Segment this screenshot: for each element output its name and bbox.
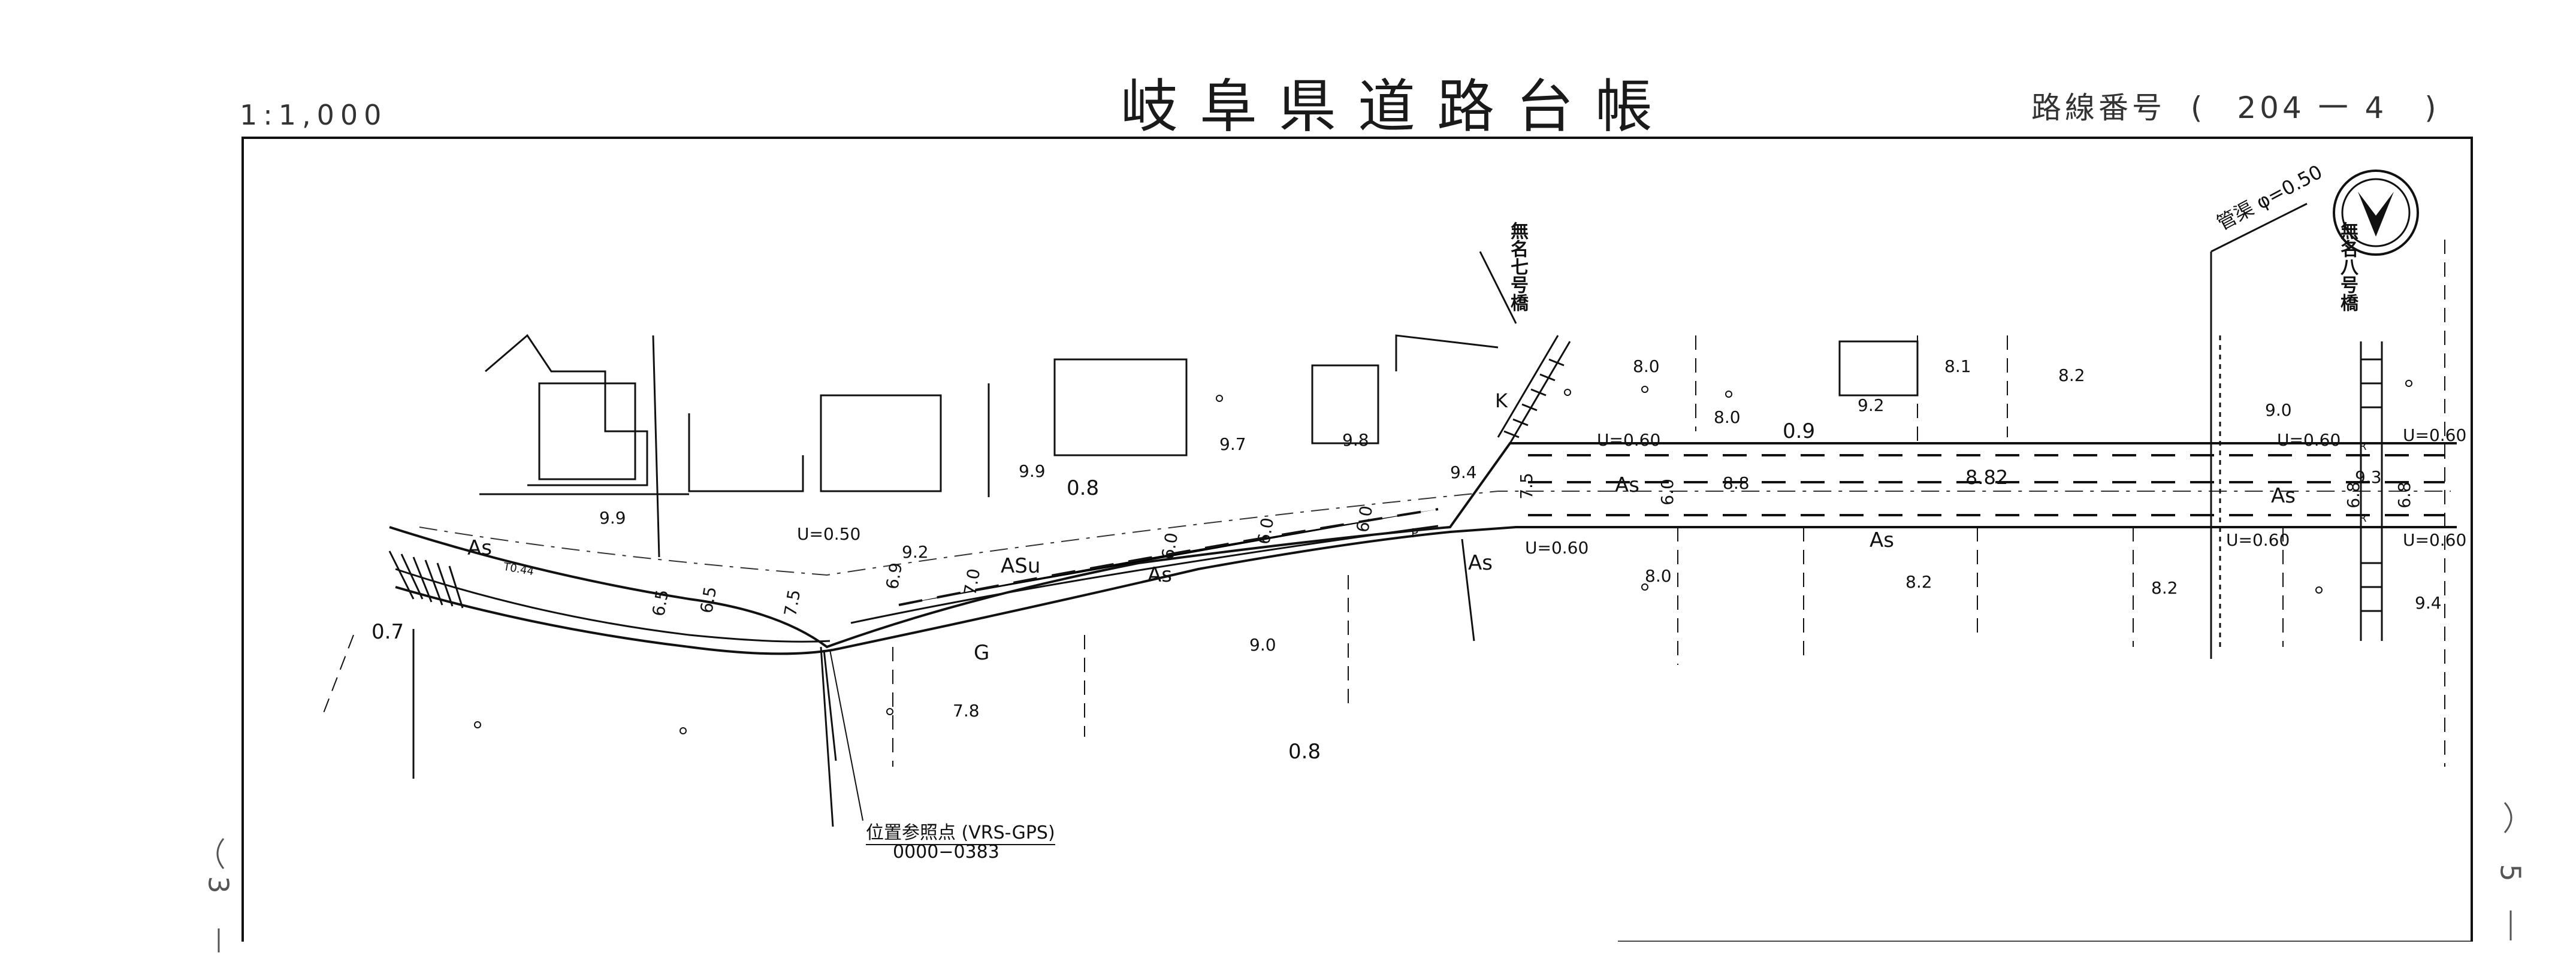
elevation-9-0-b: 9.0 xyxy=(1249,635,1276,655)
drain-label-u060-1: U=0.60 xyxy=(1597,430,1661,450)
elevation-9-8: 9.8 xyxy=(1342,430,1369,450)
parcel-solid-lines xyxy=(412,251,1517,827)
elevation-9-4: 9.4 xyxy=(1450,462,1477,482)
pavement-label-asu: ASu xyxy=(1001,554,1041,578)
reference-point-code: 0000−0383 xyxy=(893,842,999,863)
elevation-9-7: 9.7 xyxy=(1219,434,1246,454)
road-centerline xyxy=(419,491,2451,576)
elevation-9-0: 9.0 xyxy=(2265,400,2292,420)
reference-point-title: 位置参照点 (VRS-GPS) xyxy=(866,818,1055,845)
route-open-paren: ( xyxy=(2190,90,2206,125)
right-adjacent-marker: 5 xyxy=(2495,797,2527,947)
pavement-label-as-3: As xyxy=(1468,551,1493,575)
width-6-0-d: 6.0 xyxy=(1657,479,1677,506)
drain-label-u060-5: U=0.60 xyxy=(2403,425,2467,445)
bridge-7-structure xyxy=(1497,335,1571,444)
elevation-8-8: 8.8 xyxy=(1723,473,1750,493)
marker-r-b: R xyxy=(2359,512,2367,525)
pavement-label-as-2: As xyxy=(1147,563,1172,587)
pavement-label-as-5: As xyxy=(1870,528,1894,552)
elevation-9-4-b: 9.4 xyxy=(2415,593,2442,613)
elevation-9-2: 9.2 xyxy=(902,542,929,562)
route-label: 路線番号 xyxy=(2031,90,2166,125)
elevation-0-8: 0.8 xyxy=(1067,476,1100,500)
tree-symbols xyxy=(474,380,2412,734)
elevation-8-0: 8.0 xyxy=(1633,356,1660,376)
route-number-value: 204 一 4 xyxy=(2237,90,2388,125)
width-6-8: 6.8 xyxy=(2343,482,2363,509)
elevation-8-2-c: 8.2 xyxy=(2151,578,2178,598)
elevation-0-7: 0.7 xyxy=(372,620,404,644)
lane-markings xyxy=(898,454,2445,606)
route-number: 路線番号 ( 204 一 4 ) xyxy=(2031,84,2440,127)
elevation-8-1: 8.1 xyxy=(1944,356,1971,376)
elevation-8-2: 8.2 xyxy=(2058,365,2085,385)
marker-p: P xyxy=(1411,526,1419,540)
bridge-8-structure xyxy=(2360,341,2383,641)
elevation-8-82: 8.82 xyxy=(1965,466,2009,489)
elevation-0-9: 0.9 xyxy=(1783,419,1816,443)
drain-label-u060-4: U=0.60 xyxy=(2277,430,2341,450)
pavement-label-as: As xyxy=(467,536,492,560)
drain-label-u060-3: U=0.60 xyxy=(2226,530,2290,550)
bridge-7-name: 無名七号橋 xyxy=(1507,222,1528,311)
elevation-8-0-b: 8.0 xyxy=(1714,407,1741,427)
pavement-label-as-6: As xyxy=(2271,484,2296,508)
map-scale: 1:1,000 xyxy=(240,99,388,131)
building-outlines xyxy=(485,334,1919,497)
pipe-culvert xyxy=(2210,202,2308,659)
drain-label-u060-6: U=0.60 xyxy=(2403,530,2467,550)
elevation-8-2-b: 8.2 xyxy=(1905,572,1932,592)
bridge-8-name: 無名八号橋 xyxy=(2337,222,2358,311)
route-close-paren: ) xyxy=(2424,90,2440,125)
road-edges xyxy=(389,442,2457,655)
width-7-5-b: 7.5 xyxy=(1516,473,1536,500)
drain-label-u060-2: U=0.60 xyxy=(1525,538,1589,558)
guard-rail xyxy=(395,493,1439,643)
elevation-0-8-b: 0.8 xyxy=(1288,740,1321,764)
north-arrow-icon xyxy=(2333,170,2419,256)
elevation-7-8: 7.8 xyxy=(953,701,980,721)
page-title: 岐阜県道路台帳 xyxy=(1121,73,1674,140)
elevation-8-0-c: 8.0 xyxy=(1645,566,1672,586)
elevation-9-9-b: 9.9 xyxy=(1019,461,1046,481)
elevation-9-2-b: 9.2 xyxy=(1858,395,1885,415)
parcel-boundaries xyxy=(323,240,2445,767)
elevation-9-3: 9.3 xyxy=(2355,467,2382,487)
reference-leader-line xyxy=(829,649,863,821)
marker-r: R xyxy=(2359,440,2367,453)
map-frame xyxy=(241,137,2473,942)
elevation-9-9: 9.9 xyxy=(599,508,626,528)
marker-g: G xyxy=(974,641,990,665)
pavement-label-as-4: As xyxy=(1615,473,1639,497)
drain-label-u050: U=0.50 xyxy=(797,524,861,544)
marker-k: K xyxy=(1495,389,1508,412)
width-6-8-b: 6.8 xyxy=(2394,482,2414,509)
slope-hatching xyxy=(388,550,464,609)
